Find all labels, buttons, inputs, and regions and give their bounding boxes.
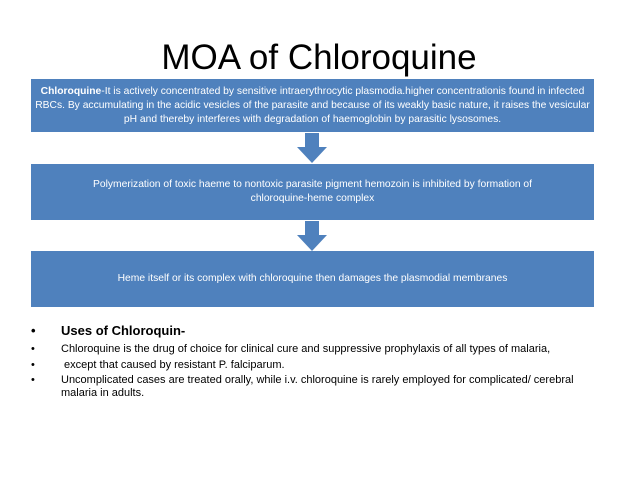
down-arrow-icon (297, 133, 327, 163)
bullet-heading-text: Uses of Chloroquin- (61, 323, 186, 338)
flow-box-3: Heme itself or its complex with chloroqu… (31, 251, 594, 307)
flow-box-1-body: -It is actively concentrated by sensitiv… (35, 85, 590, 125)
bullet-item: • Uncomplicated cases are treated orally… (31, 374, 606, 399)
bullet-item: • Chloroquine is the drug of choice for … (31, 343, 606, 356)
bullet-marker: • (31, 374, 35, 386)
flow-box-2: Polymerization of toxic haeme to nontoxi… (31, 164, 594, 220)
bullet-item: • except that caused by resistant P. fal… (31, 359, 606, 372)
bullet-marker: • (31, 358, 35, 371)
flow-box-2-text: Polymerization of toxic haeme to nontoxi… (93, 179, 532, 204)
bullet-marker: • (31, 343, 35, 355)
flow-box-1-text: Chloroquine-It is actively concentrated … (35, 85, 590, 127)
bullet-marker: • (31, 323, 36, 338)
bullet-item-text: Uncomplicated cases are treated orally, … (61, 374, 574, 399)
slide-title: MOA of Chloroquine (161, 38, 477, 77)
flow-box-3-text: Heme itself or its complex with chloroqu… (117, 273, 508, 284)
flow-box-1-bold-lead: Chloroquine (40, 85, 102, 97)
down-arrow-icon (297, 221, 327, 251)
uses-bullet-list: • Uses of Chloroquin- • Chloroquine is t… (31, 322, 606, 402)
flow-box-1: Chloroquine-It is actively concentrated … (31, 79, 594, 132)
bullet-item-text: except that caused by resistant P. falci… (61, 358, 285, 371)
bullet-item-text: Chloroquine is the drug of choice for cl… (61, 343, 551, 355)
bullet-heading: • Uses of Chloroquin- (31, 322, 606, 339)
